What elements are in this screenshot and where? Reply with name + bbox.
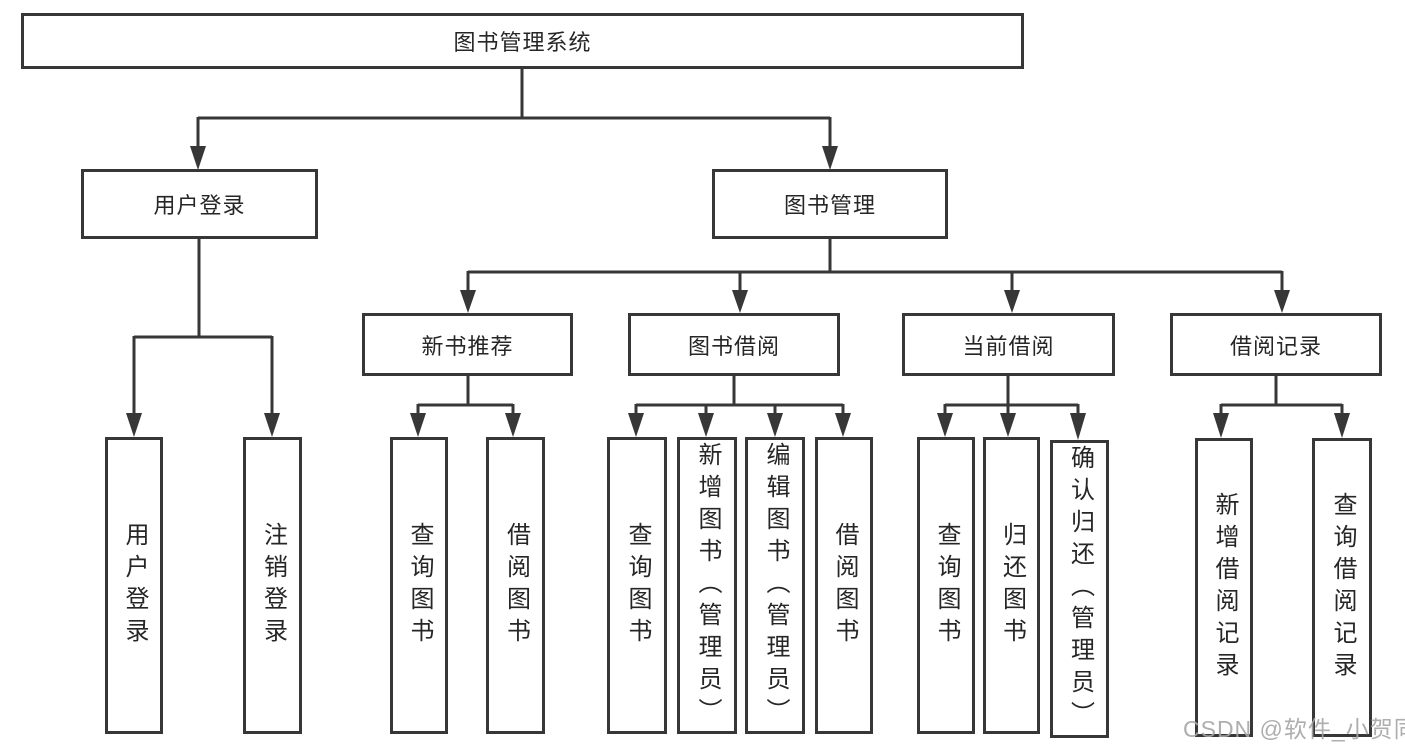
leaf-label: 借阅图书 [502,521,530,650]
leaf-recommend-query-books: 查询图书 [390,437,448,734]
leaf-borrowing-add-books-admin: 新增图书（管理员） [677,437,737,734]
leaf-records-add-borrow-record: 新增借阅记录 [1195,438,1253,737]
leaf-label: 确认归还（管理员） [1066,445,1094,733]
leaf-borrowing-query-books: 查询图书 [607,437,667,734]
leaf-records-query-borrow-record: 查询借阅记录 [1312,438,1372,737]
leaf-current-confirm-return-admin: 确认归还（管理员） [1050,440,1109,738]
leaf-label: 查询图书 [624,521,651,650]
leaf-label: 查询图书 [406,521,433,650]
csdn-watermark: CSDN @软件_小贺同学 [1183,716,1405,742]
leaf-label: 新增图书（管理员） [694,441,721,730]
node-book-borrowing: 图书借阅 [628,313,840,376]
leaf-label: 注销登录 [259,521,287,650]
leaf-user-login: 用户登录 [105,437,163,734]
node-root: 图书管理系统 [21,13,1024,69]
leaf-label: 查询借阅记录 [1329,491,1356,684]
leaf-label: 用户登录 [121,521,148,650]
node-book-management: 图书管理 [712,169,948,239]
leaf-label: 编辑图书（管理员） [762,441,789,730]
node-current-borrowing: 当前借阅 [902,313,1115,376]
leaf-borrowing-borrow-books: 借阅图书 [815,437,873,734]
node-borrowing-records: 借阅记录 [1170,313,1382,376]
leaf-label: 新增借阅记录 [1211,491,1238,684]
leaf-current-return-books: 归还图书 [983,437,1040,734]
leaf-logout: 注销登录 [243,437,302,734]
leaf-label: 归还图书 [998,521,1026,650]
leaf-recommend-borrow-books: 借阅图书 [486,437,545,734]
leaf-label: 借阅图书 [831,521,858,650]
leaf-borrowing-edit-books-admin: 编辑图书（管理员） [745,437,805,734]
leaf-current-query-books: 查询图书 [917,437,975,734]
leaf-label: 查询图书 [933,521,960,650]
node-new-book-recommend: 新书推荐 [362,313,573,376]
node-user-login: 用户登录 [81,169,318,239]
